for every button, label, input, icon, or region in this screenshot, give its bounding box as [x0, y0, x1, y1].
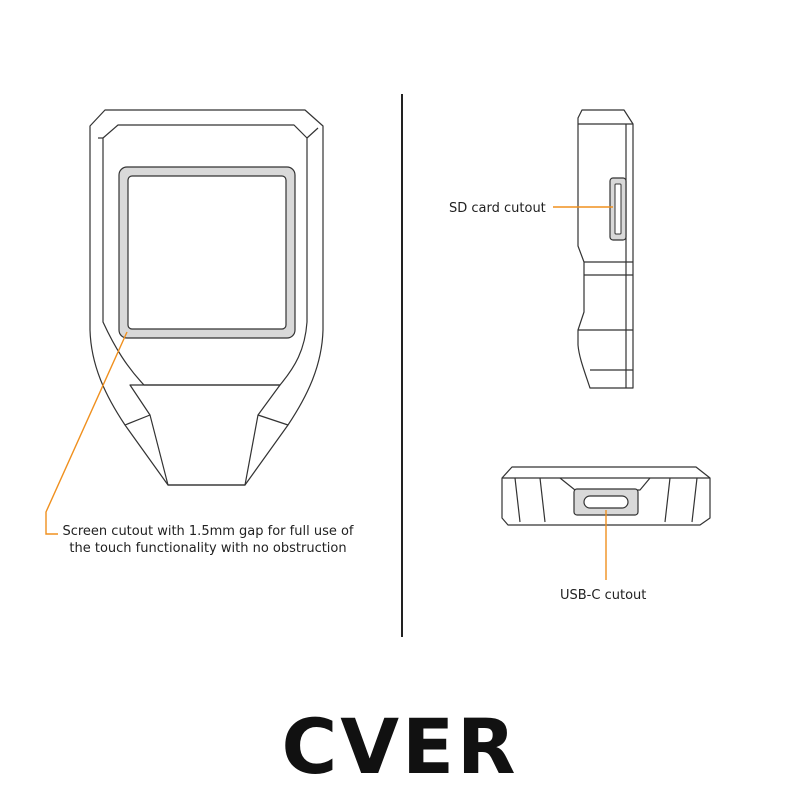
- screen-cutout: [118, 166, 296, 339]
- side-outer-shell: [577, 109, 634, 389]
- side-view: [577, 109, 634, 389]
- bottom-outer-shell: [501, 466, 711, 526]
- sd-card-cutout-label: SD card cutout: [449, 201, 546, 216]
- front-right-bevel-line: [306, 127, 319, 139]
- bottom-left-facet: [514, 477, 546, 523]
- front-bottom-chin: [129, 384, 281, 486]
- front-chin-left-edge: [124, 414, 151, 426]
- usb-c-cutout-label: USB-C cutout: [560, 588, 647, 603]
- screen-callout-leader: [45, 331, 128, 535]
- usb-c-cutout: [573, 488, 639, 516]
- front-view: [89, 109, 324, 486]
- screen-cutout-label: Screen cutout with 1.5mm gap for full us…: [62, 524, 354, 556]
- front-chin-right-edge: [257, 414, 289, 426]
- sd-card-cutout: [609, 177, 627, 241]
- brand-logo-text: CVER: [281, 702, 519, 791]
- bottom-right-facet: [664, 477, 698, 523]
- bottom-port-surround: [559, 477, 651, 491]
